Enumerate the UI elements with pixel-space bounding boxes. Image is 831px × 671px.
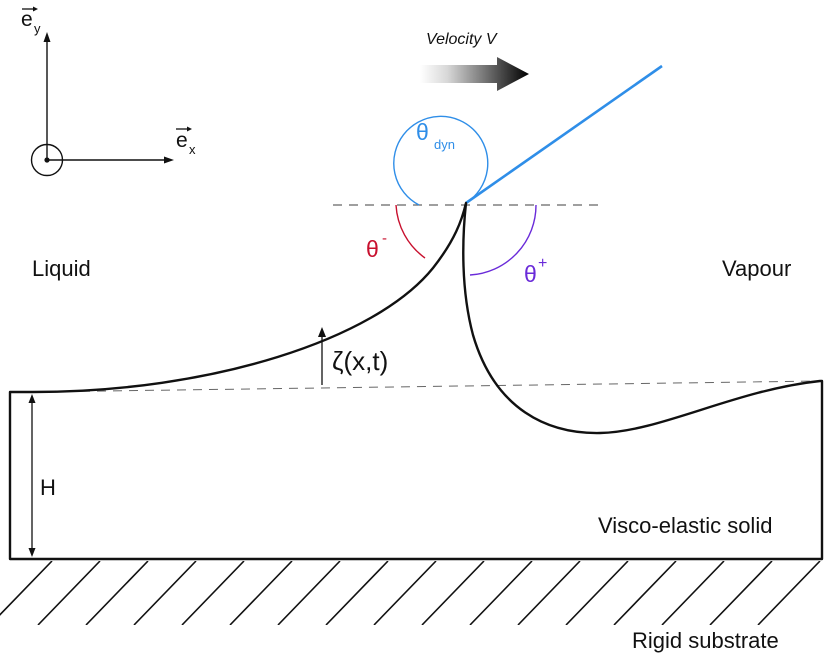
theta-dyn-symbol: θ [416, 119, 429, 145]
hatch-line [469, 561, 533, 625]
ey-subscript: y [34, 21, 41, 36]
hatch-line [373, 561, 437, 625]
gradient-right-arrow-icon [420, 57, 529, 91]
thickness-arrow-down-icon [28, 548, 36, 557]
ex-axis-label: e x [176, 126, 196, 157]
dot-in-circle-icon [30, 143, 64, 177]
hatch-line [517, 561, 581, 625]
ey-axis-label: e y [21, 6, 41, 36]
zeta-arrow-icon [318, 327, 326, 337]
hatch-line [757, 561, 821, 625]
hatch-line [0, 561, 53, 616]
theta-minus-symbol: θ [366, 236, 379, 262]
thickness-label: H [40, 475, 56, 500]
hatch-line [37, 561, 101, 625]
hatch-line [325, 561, 389, 625]
hatch-line [133, 561, 197, 625]
hatch-line [277, 561, 341, 625]
hatch-line [613, 561, 677, 625]
theta-minus-arc [395, 204, 426, 259]
ex-letter: e [176, 129, 188, 152]
ey-letter: e [21, 8, 33, 31]
hatch-line [85, 561, 149, 625]
solid-surface-outline [8, 201, 824, 561]
solid-label: Visco-elastic solid [598, 513, 772, 538]
substrate-hatching [0, 561, 821, 625]
hatch-line [229, 561, 293, 625]
theta-dyn-arc [393, 115, 489, 206]
thickness-arrow-up-icon [28, 394, 36, 403]
undeformed-surface [32, 380, 821, 393]
theta-plus-arc [469, 204, 537, 276]
liquid-label: Liquid [32, 256, 91, 281]
axes-icon [30, 32, 174, 177]
hatch-line [661, 561, 725, 625]
velocity-label: Velocity V [426, 31, 498, 48]
substrate-label: Rigid substrate [632, 628, 779, 653]
ex-subscript: x [189, 142, 196, 157]
theta-dyn-subscript: dyn [434, 137, 455, 152]
theta-minus-superscript: - [382, 230, 387, 247]
hatch-line [565, 561, 629, 625]
liquid-vapour-interface [465, 64, 663, 205]
hatch-line [181, 561, 245, 625]
hatch-line [421, 561, 485, 625]
theta-plus-superscript: + [538, 255, 547, 272]
theta-plus-symbol: θ [524, 261, 537, 287]
hatch-line [709, 561, 773, 625]
zeta-label: ζ(x,t) [332, 346, 388, 376]
vapour-label: Vapour [722, 256, 791, 281]
